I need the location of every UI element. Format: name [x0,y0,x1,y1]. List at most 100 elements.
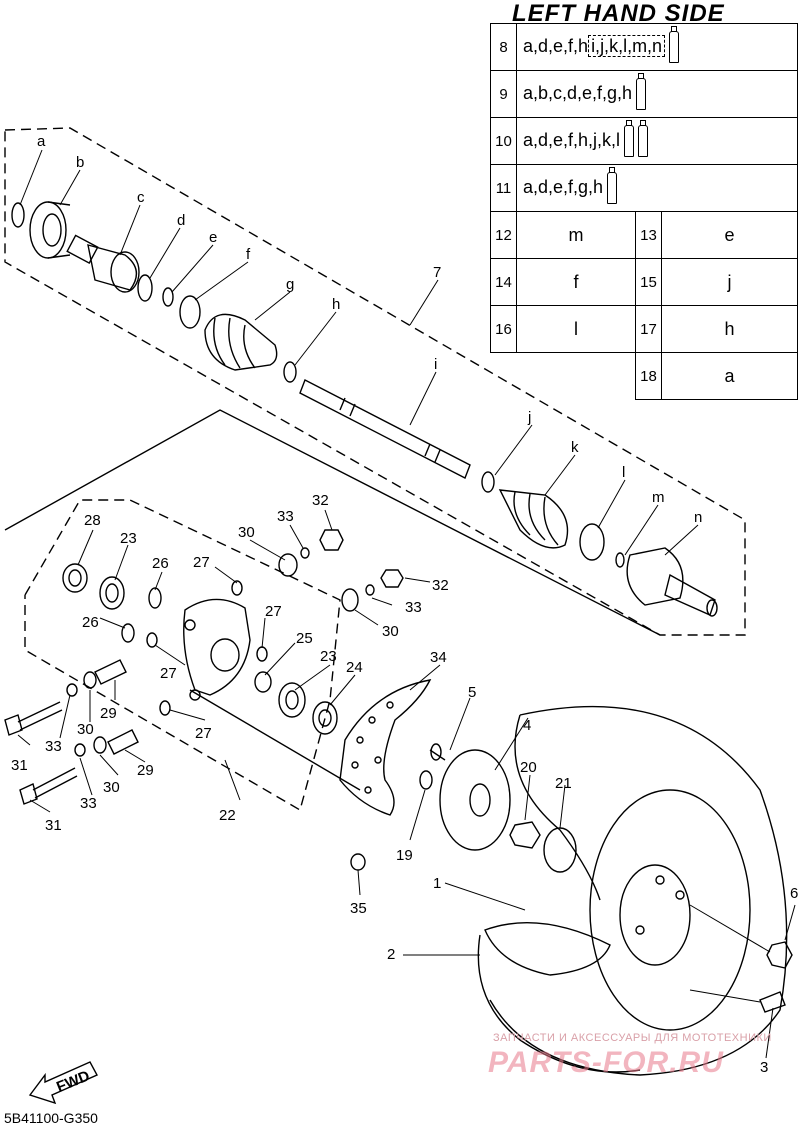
bearings [62,563,338,735]
grease-tube-icon [624,120,635,157]
label-27d: 27 [195,725,212,742]
label-6: 6 [790,885,798,902]
legend-row-11: 11 a,d,e,f,g,h [490,164,798,212]
label-f: f [246,246,251,263]
axle-nut [509,821,541,849]
label-31b: 31 [45,817,62,834]
grease-tube-icon [669,26,680,63]
label-21: 21 [555,775,572,792]
label-33d: 33 [80,795,97,812]
label-n: n [694,509,702,526]
nuts-washers [66,529,404,757]
label-30c: 30 [77,721,94,738]
label-20: 20 [520,759,537,776]
label-3: 3 [760,1059,768,1076]
legend-part: j [661,258,798,306]
o-ring-19 [419,770,433,790]
label-4: 4 [523,717,531,734]
legend-row-18: 18 a [491,352,798,400]
label-26a: 26 [152,555,169,572]
label-24: 24 [346,659,363,676]
legend-num: 8 [490,23,517,71]
circlip-d [137,274,153,302]
fwd-arrow-icon: FWD [28,1061,98,1105]
label-e: e [209,229,217,246]
legend-parts: a,d,e,f,h,j,k,l [523,129,621,150]
group-outline-drive-shaft [4,127,746,636]
group-frame-line [4,409,661,636]
legend-row-14-15: 14 f 15 j [490,258,798,306]
knuckle [183,598,251,701]
label-i: i [434,356,437,373]
legend-parts: a,b,c,d,e,f,g,h [523,82,633,103]
legend-part: l [516,305,636,353]
label-19: 19 [396,847,413,864]
legend-part: e [661,211,798,259]
boot-band-l [579,523,605,561]
screw-35 [350,853,366,871]
label-2: 2 [387,946,395,963]
label-22: 22 [219,807,236,824]
part-labels: a b c d e f g h 7 i j k l m n 28 23 26 2… [11,133,798,1076]
legend-num: 14 [490,258,517,306]
label-5: 5 [468,684,476,701]
valve-3 [759,991,786,1013]
label-32b: 32 [432,577,449,594]
label-j: j [527,409,531,426]
leader-lines [17,149,796,1059]
group-frame-line [189,689,361,791]
watermark-tagline: ЗАПЧАСТИ И АКСЕССУАРЫ ДЛЯ МОТОТЕХНИКИ [493,1032,772,1044]
label-26b: 26 [82,614,99,631]
label-7: 7 [433,264,441,281]
legend-num: 10 [490,117,517,165]
watermark-logo: PARTS-FOR.RU [488,1046,724,1079]
label-k: k [571,439,579,456]
label-31a: 31 [11,757,28,774]
grease-tube-icon [636,73,647,110]
bolts [4,701,78,805]
label-m: m [652,489,665,506]
label-33c: 33 [45,738,62,755]
label-34: 34 [430,649,447,666]
legend-row-10: 10 a,d,e,f,h,j,k,l [490,117,798,165]
hub-cap [543,827,577,873]
seal-b [29,201,71,259]
legend-part: f [516,258,636,306]
label-30b: 30 [382,623,399,640]
label-33a: 33 [277,508,294,525]
label-35: 35 [350,900,367,917]
legend-row-9: 9 a,b,c,d,e,f,g,h [490,70,798,118]
label-30d: 30 [103,779,120,796]
legend-parts-dashed: i,j,k,l,m,n [588,34,666,57]
label-25: 25 [296,630,313,647]
cv-joint-n [626,547,718,617]
shaft-i [299,379,471,479]
legend-part: a [661,352,798,400]
label-1: 1 [433,875,441,892]
boot-band-h [283,361,297,383]
page-title: LEFT HAND SIDE [512,0,725,27]
label-27b: 27 [265,603,282,620]
wheel-assembly [477,705,788,1076]
group-outline-knuckle [24,499,341,812]
brake-disc [339,679,432,816]
circlip-m [615,552,625,568]
label-27c: 27 [160,665,177,682]
label-b: b [76,154,84,171]
fwd-label: FWD [54,1067,92,1096]
label-c: c [137,189,145,206]
label-29a: 29 [100,705,117,722]
label-29b: 29 [137,762,154,779]
collars [94,659,139,755]
wheel-hub [429,743,511,851]
diagram-code: 5B41100-G350 [4,1110,98,1126]
label-33b: 33 [405,599,422,616]
lug-nut-6 [766,941,793,969]
boot-k [498,489,569,549]
boot-g [204,313,278,371]
label-27a: 27 [193,554,210,571]
legend-num: 12 [490,211,517,259]
label-23a: 23 [120,530,137,547]
